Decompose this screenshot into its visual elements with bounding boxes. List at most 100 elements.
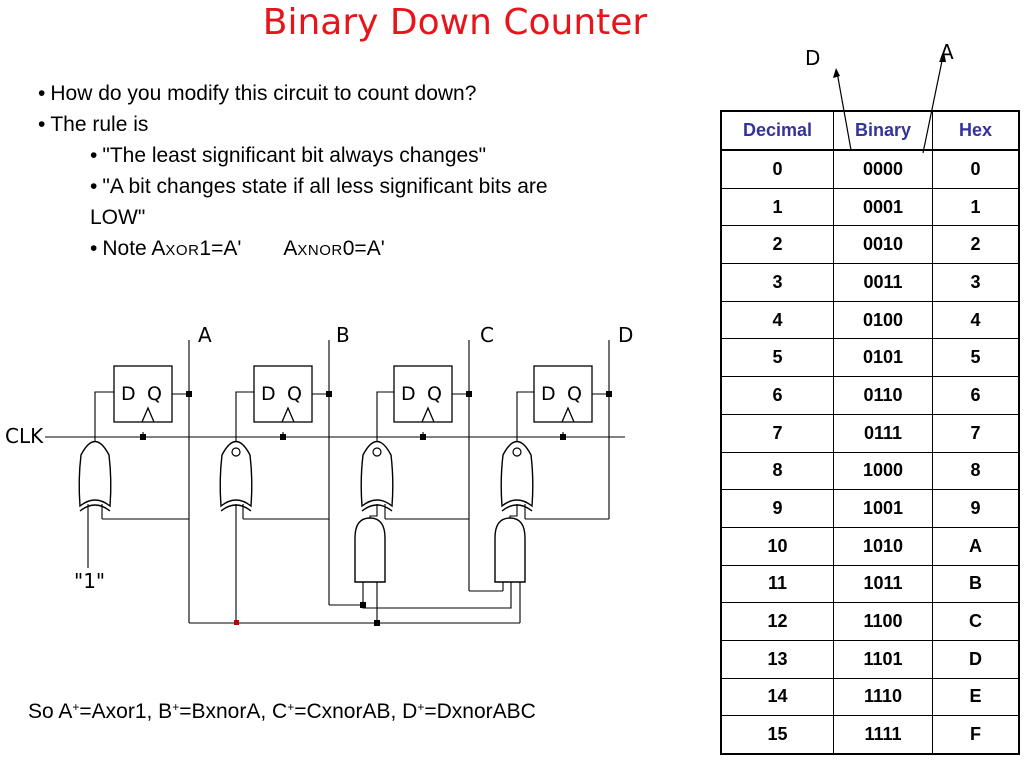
cell-hex: 1 bbox=[932, 187, 1020, 227]
arrow-label-d: D bbox=[805, 46, 820, 70]
note-xor-rest: 1=A' bbox=[199, 237, 242, 260]
and-gate-d bbox=[494, 517, 526, 583]
output-label-d: D bbox=[618, 323, 633, 347]
note-xor: XOR bbox=[165, 242, 200, 259]
cell-binary: 1111 bbox=[833, 715, 933, 755]
bullet-rule-2: "A bit changes state if all less signifi… bbox=[90, 171, 590, 233]
cell-decimal: 14 bbox=[720, 677, 834, 717]
counter-circuit: D Q D Q D Q D Q bbox=[5, 323, 633, 626]
cell-hex: 9 bbox=[932, 489, 1020, 528]
cell-hex: 8 bbox=[932, 451, 1020, 491]
cell-hex: C bbox=[932, 602, 1020, 641]
cell-binary: 1100 bbox=[833, 602, 933, 641]
cell-binary: 0001 bbox=[833, 187, 933, 227]
cell-binary: 1101 bbox=[833, 639, 933, 679]
xnor-d-bubble bbox=[512, 447, 522, 457]
output-label-a: A bbox=[198, 323, 212, 347]
xor-gate-a bbox=[78, 440, 112, 512]
note-xnor: XNOR bbox=[297, 242, 343, 259]
cell-binary: 0100 bbox=[833, 300, 933, 340]
cell-decimal: 10 bbox=[720, 526, 834, 566]
bullet-rule-1: "The least significant bit always change… bbox=[90, 140, 590, 171]
cell-decimal: 0 bbox=[720, 149, 834, 189]
cell-binary: 0110 bbox=[833, 376, 933, 415]
cell-decimal: 8 bbox=[720, 451, 834, 491]
ff-c-q-label: Q bbox=[427, 383, 442, 405]
note-a: A bbox=[283, 237, 298, 260]
flip-flop-b: D Q bbox=[253, 365, 313, 423]
output-label-b: B bbox=[336, 323, 350, 347]
bullet-rule-intro: The rule is bbox=[38, 109, 678, 140]
cell-hex: 2 bbox=[932, 225, 1020, 265]
table-header-row: Decimal Binary Hex bbox=[720, 110, 1020, 151]
constant-one-label: "1" bbox=[74, 569, 105, 593]
and-gate-c bbox=[354, 517, 386, 583]
arrow-label-a: A bbox=[940, 40, 954, 64]
cell-decimal: 5 bbox=[720, 338, 834, 378]
cell-decimal: 15 bbox=[720, 715, 834, 755]
cell-hex: 3 bbox=[932, 263, 1020, 302]
cell-binary: 1110 bbox=[833, 677, 933, 717]
cell-hex: 6 bbox=[932, 376, 1020, 415]
cell-decimal: 9 bbox=[720, 489, 834, 528]
cell-hex: F bbox=[932, 715, 1020, 755]
cell-decimal: 12 bbox=[720, 602, 834, 641]
cell-binary: 1010 bbox=[833, 526, 933, 566]
cell-binary: 0111 bbox=[833, 413, 933, 453]
ff-d-q-label: Q bbox=[567, 383, 582, 405]
note-prefix: Note A bbox=[102, 237, 166, 260]
flip-flop-c: D Q bbox=[393, 365, 453, 423]
cell-binary: 1001 bbox=[833, 489, 933, 528]
slide-title: Binary Down Counter bbox=[262, 2, 648, 43]
cell-binary: 0011 bbox=[833, 263, 933, 302]
output-label-c: C bbox=[480, 323, 494, 347]
ff-c-d-label: D bbox=[401, 383, 416, 405]
cell-hex: 0 bbox=[932, 149, 1020, 189]
cell-binary: 1000 bbox=[833, 451, 933, 491]
xnor-b-bubble bbox=[231, 447, 241, 457]
ff-a-d-label: D bbox=[121, 383, 136, 405]
note-xnor-rest: 0=A' bbox=[342, 237, 385, 260]
header-binary: Binary bbox=[833, 110, 933, 151]
cell-hex: E bbox=[932, 677, 1020, 717]
cell-hex: 7 bbox=[932, 413, 1020, 453]
ff-b-d-label: D bbox=[261, 383, 276, 405]
cell-binary: 0101 bbox=[833, 338, 933, 378]
xnor-c-bubble bbox=[372, 447, 382, 457]
clk-label: CLK bbox=[5, 424, 44, 448]
cell-decimal: 7 bbox=[720, 413, 834, 453]
cell-binary: 0010 bbox=[833, 225, 933, 265]
cell-hex: A bbox=[932, 526, 1020, 566]
bullet-note: Note AXOR1=A' AXNOR0=A' bbox=[90, 233, 590, 266]
summary-equations: So A+=Axor1, B+=BxnorA, C+=CxnorAB, D+=D… bbox=[28, 700, 536, 723]
cell-decimal: 11 bbox=[720, 564, 834, 604]
flip-flop-a: D Q bbox=[113, 365, 173, 423]
cell-decimal: 1 bbox=[720, 187, 834, 227]
cell-binary: 1011 bbox=[833, 564, 933, 604]
cell-hex: B bbox=[932, 564, 1020, 604]
flip-flop-d: D Q bbox=[533, 365, 593, 423]
cell-decimal: 6 bbox=[720, 376, 834, 415]
ff-d-d-label: D bbox=[541, 383, 556, 405]
bullet-list: How do you modify this circuit to count … bbox=[38, 78, 678, 266]
ff-b-q-label: Q bbox=[287, 383, 302, 405]
cell-decimal: 3 bbox=[720, 263, 834, 302]
cell-hex: 4 bbox=[932, 300, 1020, 340]
